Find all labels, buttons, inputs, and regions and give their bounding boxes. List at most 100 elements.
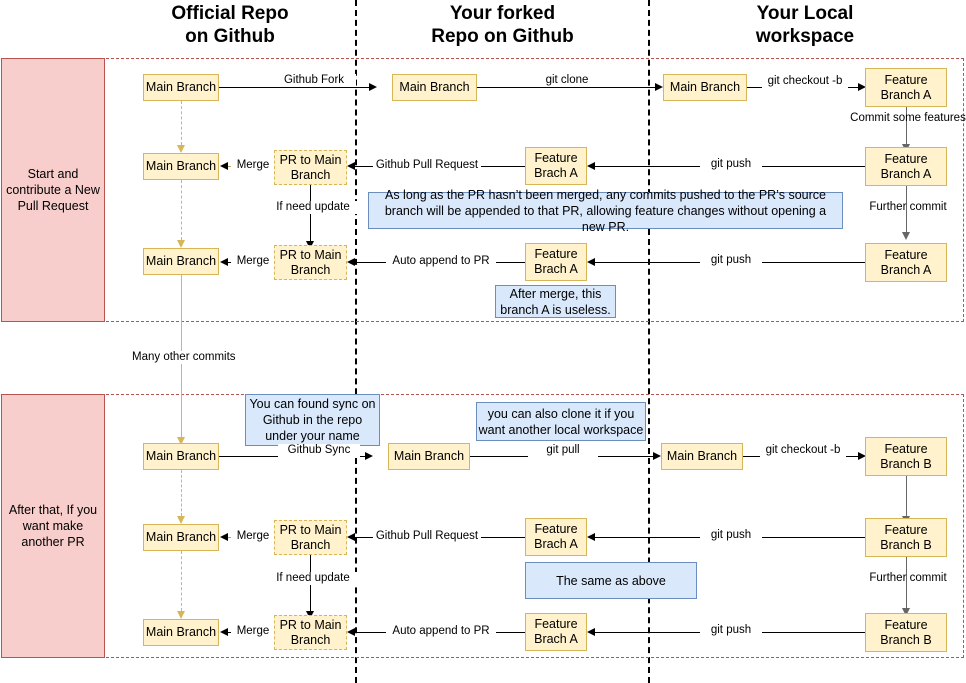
- node-local-feature-b-3[interactable]: Feature Branch B: [865, 613, 947, 652]
- edge-merge-2-arrow: [220, 257, 228, 266]
- note-text: After merge, this branch A is useless.: [500, 286, 611, 317]
- node-local-feature-b-2[interactable]: Feature Branch B: [865, 518, 947, 557]
- column-header-official-line2: on Github: [185, 26, 275, 47]
- node-forked-feature-2[interactable]: Feature Brach A: [525, 243, 587, 281]
- node-official-pr-2[interactable]: PR to Main Branch: [274, 245, 347, 280]
- node-forked-feature-3[interactable]: Feature Brach A: [525, 518, 587, 556]
- edge-official-main-5-to-6: [181, 551, 182, 611]
- edge-github-pr-1-label: Github Pull Request: [373, 159, 481, 172]
- node-official-main-3[interactable]: Main Branch: [143, 248, 219, 275]
- edge-official-main-5-to-6-arrow: [176, 611, 185, 619]
- edge-further-commit-1-arrow: [901, 232, 910, 240]
- node-label: Feature Branch B: [880, 617, 932, 647]
- node-local-feature-a-2[interactable]: Feature Branch A: [865, 147, 947, 186]
- node-label: Feature Branch B: [880, 522, 932, 552]
- edge-further-commit-2-line: [906, 557, 907, 608]
- edge-github-fork-arrow: [369, 82, 377, 91]
- edge-git-push-2-label: git push: [700, 254, 762, 267]
- note-branch-useless: After merge, this branch A is useless.: [495, 285, 616, 318]
- node-label: Main Branch: [399, 80, 470, 94]
- node-official-main-5[interactable]: Main Branch: [143, 524, 219, 551]
- edge-merge-4-arrow: [220, 627, 228, 636]
- edge-further-commit-2-label: Further commit: [869, 572, 947, 584]
- edge-auto-append-2-label: Auto append to PR: [386, 625, 496, 638]
- note-clone-again: you can also clone it if you want anothe…: [476, 402, 646, 441]
- node-label: Main Branch: [669, 80, 741, 94]
- edge-git-clone-arrow: [655, 82, 663, 91]
- node-official-pr-1[interactable]: PR to Main Branch: [274, 150, 347, 185]
- node-label: PR to Main Branch: [279, 152, 342, 182]
- node-label: Main Branch: [145, 80, 217, 94]
- node-forked-feature-4[interactable]: Feature Brach A: [525, 613, 587, 651]
- edge-further-commit-2-arrow: [901, 608, 910, 616]
- edge-official-main-4-to-5-arrow: [176, 516, 185, 524]
- node-label: Main Branch: [666, 449, 738, 463]
- node-label: PR to Main Branch: [279, 247, 342, 277]
- node-local-feature-a-3[interactable]: Feature Branch A: [865, 243, 947, 282]
- node-official-main-2[interactable]: Main Branch: [143, 153, 219, 180]
- node-official-pr-4[interactable]: PR to Main Branch: [274, 615, 347, 650]
- column-header-forked-line1: Your forked: [449, 3, 556, 24]
- edge-merge-3-arrow: [220, 532, 228, 541]
- node-local-feature-a-1[interactable]: Feature Branch A: [865, 68, 947, 107]
- edge-auto-append-1-label: Auto append to PR: [386, 255, 496, 268]
- node-label: Feature Branch B: [880, 441, 932, 471]
- column-header-official-line1: Official Repo: [171, 3, 289, 24]
- column-header-local: Your Local workspace: [705, 2, 905, 48]
- node-official-main-6[interactable]: Main Branch: [143, 619, 219, 646]
- column-header-forked-line2: Repo on Github: [431, 26, 574, 47]
- edge-git-pull-arrow: [653, 451, 661, 460]
- edge-merge-1-label: Merge: [231, 159, 275, 172]
- node-local-main-1[interactable]: Main Branch: [663, 74, 747, 101]
- node-label: Main Branch: [393, 449, 465, 463]
- node-official-main-1[interactable]: Main Branch: [143, 74, 219, 101]
- node-forked-main-2[interactable]: Main Branch: [388, 443, 470, 470]
- edge-github-sync-label: Github Sync: [278, 444, 360, 457]
- node-label: Feature Brach A: [534, 617, 578, 646]
- edge-merge-2-label: Merge: [231, 255, 275, 268]
- node-label: Main Branch: [145, 449, 217, 463]
- node-label: PR to Main Branch: [279, 522, 342, 552]
- node-label: Feature Branch A: [880, 247, 932, 277]
- node-label: Main Branch: [145, 159, 217, 173]
- edge-merge-1-arrow: [220, 161, 228, 170]
- node-forked-feature-1[interactable]: Feature Brach A: [525, 147, 587, 185]
- node-local-feature-b-1[interactable]: Feature Branch B: [865, 437, 947, 476]
- column-header-official: Official Repo on Github: [130, 2, 330, 48]
- edge-official-main-2-to-3: [181, 180, 182, 240]
- edge-github-pr-2-label: Github Pull Request: [373, 530, 481, 543]
- phase-label-1: Start and contribute a New Pull Request: [1, 58, 105, 322]
- swimlane-divider-1: [355, 0, 357, 683]
- column-header-local-line2: workspace: [755, 26, 855, 47]
- node-official-main-4[interactable]: Main Branch: [143, 443, 219, 470]
- node-label: Main Branch: [145, 254, 217, 268]
- note-text: you can also clone it if you want anothe…: [478, 406, 644, 437]
- edge-many-commits-label: Many other commits: [130, 351, 236, 364]
- column-header-forked: Your forked Repo on Github: [400, 2, 605, 48]
- node-forked-main-1[interactable]: Main Branch: [392, 74, 477, 101]
- edge-commit-features-label: Commit some features: [850, 112, 966, 124]
- edge-github-sync-arrow: [365, 451, 373, 460]
- edge-commit-features-line: [906, 107, 907, 144]
- edge-git-push-4-arrow: [587, 627, 595, 636]
- phase-label-2-text: After that, If you want make another PR: [8, 503, 98, 549]
- note-text: You can found sync on Github in the repo…: [249, 397, 376, 443]
- node-label: Feature Brach A: [534, 522, 578, 551]
- edge-official-main-1-to-2-arrow: [176, 145, 185, 153]
- node-official-pr-3[interactable]: PR to Main Branch: [274, 520, 347, 555]
- node-local-main-2[interactable]: Main Branch: [661, 443, 743, 470]
- edge-checkout-b-2-label: git checkout -b: [760, 444, 846, 457]
- edge-many-commits-arrow: [176, 437, 185, 445]
- node-label: Feature Brach A: [534, 151, 578, 180]
- edge-git-push-3-label: git push: [700, 529, 762, 542]
- edge-if-need-update-1-label: If need update: [264, 201, 362, 214]
- edge-github-fork-line: [219, 87, 369, 88]
- edge-checkout-b-1-arrow: [858, 82, 866, 91]
- phase-label-2: After that, If you want make another PR: [1, 394, 105, 658]
- note-pr-append: As long as the PR hasn’t been merged, an…: [368, 188, 843, 234]
- note-text: As long as the PR hasn’t been merged, an…: [384, 187, 827, 234]
- edge-merge-4-label: Merge: [231, 625, 275, 638]
- node-label: PR to Main Branch: [279, 617, 342, 647]
- node-label: Feature Branch A: [880, 151, 932, 181]
